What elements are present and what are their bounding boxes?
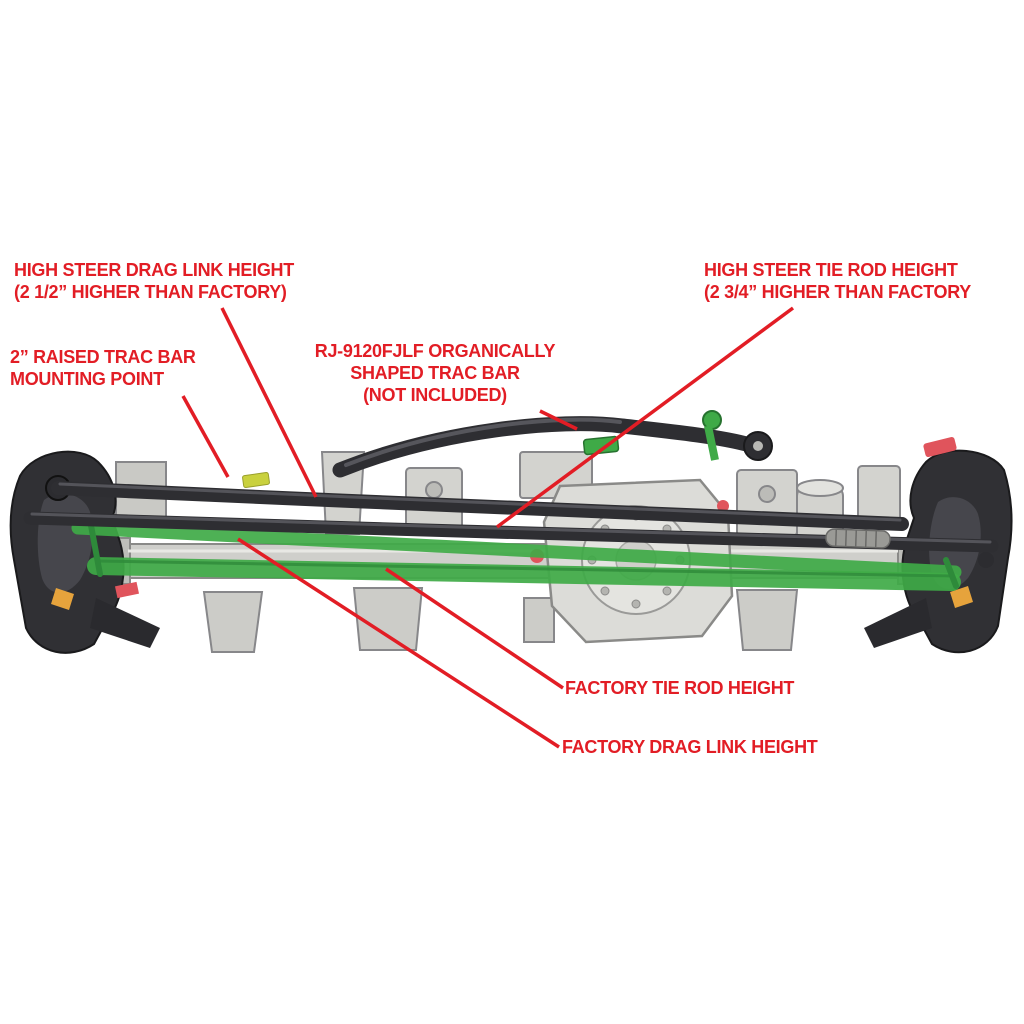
label-line: RJ-9120FJLF ORGANICALLY — [314, 341, 556, 361]
leader-lines — [181, 306, 795, 749]
leader-high-steer-drag-link — [220, 307, 318, 498]
high-steer-drag-link-bar — [51, 481, 909, 531]
red-paint-mark — [717, 500, 729, 512]
high-steer-bars-dark — [23, 416, 999, 553]
leader-trac-bar — [539, 409, 578, 431]
label-raised-trac-bar: 2” RAISED TRAC BAR MOUNTING POINT — [10, 346, 196, 390]
label-line: MOUNTING POINT — [10, 369, 164, 389]
label-line: SHAPED TRAC BAR — [350, 363, 520, 383]
label-line: FACTORY TIE ROD HEIGHT — [565, 678, 795, 698]
label-high-steer-tie-rod: HIGH STEER TIE ROD HEIGHT (2 3/4” HIGHER… — [704, 259, 971, 303]
orange-cone-part — [950, 586, 973, 608]
label-trac-bar: RJ-9120FJLF ORGANICALLY SHAPED TRAC BAR … — [293, 340, 577, 406]
label-line: HIGH STEER TIE ROD HEIGHT — [704, 260, 958, 280]
green-trac-bar-clamp — [582, 435, 620, 456]
label-line: (2 3/4” HIGHER THAN FACTORY — [704, 282, 971, 302]
factory-drag-link-bar — [71, 521, 962, 579]
right-knuckle-assembly — [864, 436, 1013, 654]
label-line: FACTORY DRAG LINK HEIGHT — [562, 737, 818, 757]
red-brake-part — [114, 581, 140, 599]
red-brake-tab — [923, 436, 957, 458]
label-factory-tie-rod: FACTORY TIE ROD HEIGHT — [565, 677, 794, 699]
axle-brackets-lower — [202, 587, 799, 653]
leader-factory-drag-link — [237, 537, 560, 749]
orange-cone-part — [51, 588, 74, 610]
label-line: HIGH STEER DRAG LINK HEIGHT — [14, 260, 294, 280]
green-steering-parts — [242, 410, 722, 488]
yellow-clamp — [242, 472, 270, 488]
tie-rod-adjuster-sleeve — [825, 528, 891, 549]
label-line: 2” RAISED TRAC BAR — [10, 347, 196, 367]
label-line: (NOT INCLUDED) — [363, 385, 507, 405]
label-high-steer-drag-link: HIGH STEER DRAG LINK HEIGHT (2 1/2” HIGH… — [14, 259, 294, 303]
factory-tie-rod-bar — [87, 557, 961, 591]
leader-raised-trac-bar — [181, 395, 230, 478]
factory-bars-green — [71, 517, 962, 591]
label-factory-drag-link: FACTORY DRAG LINK HEIGHT — [562, 736, 818, 758]
leader-high-steer-tie-rod — [495, 306, 795, 529]
leader-factory-tie-rod — [385, 567, 564, 690]
label-line: (2 1/2” HIGHER THAN FACTORY) — [14, 282, 287, 302]
